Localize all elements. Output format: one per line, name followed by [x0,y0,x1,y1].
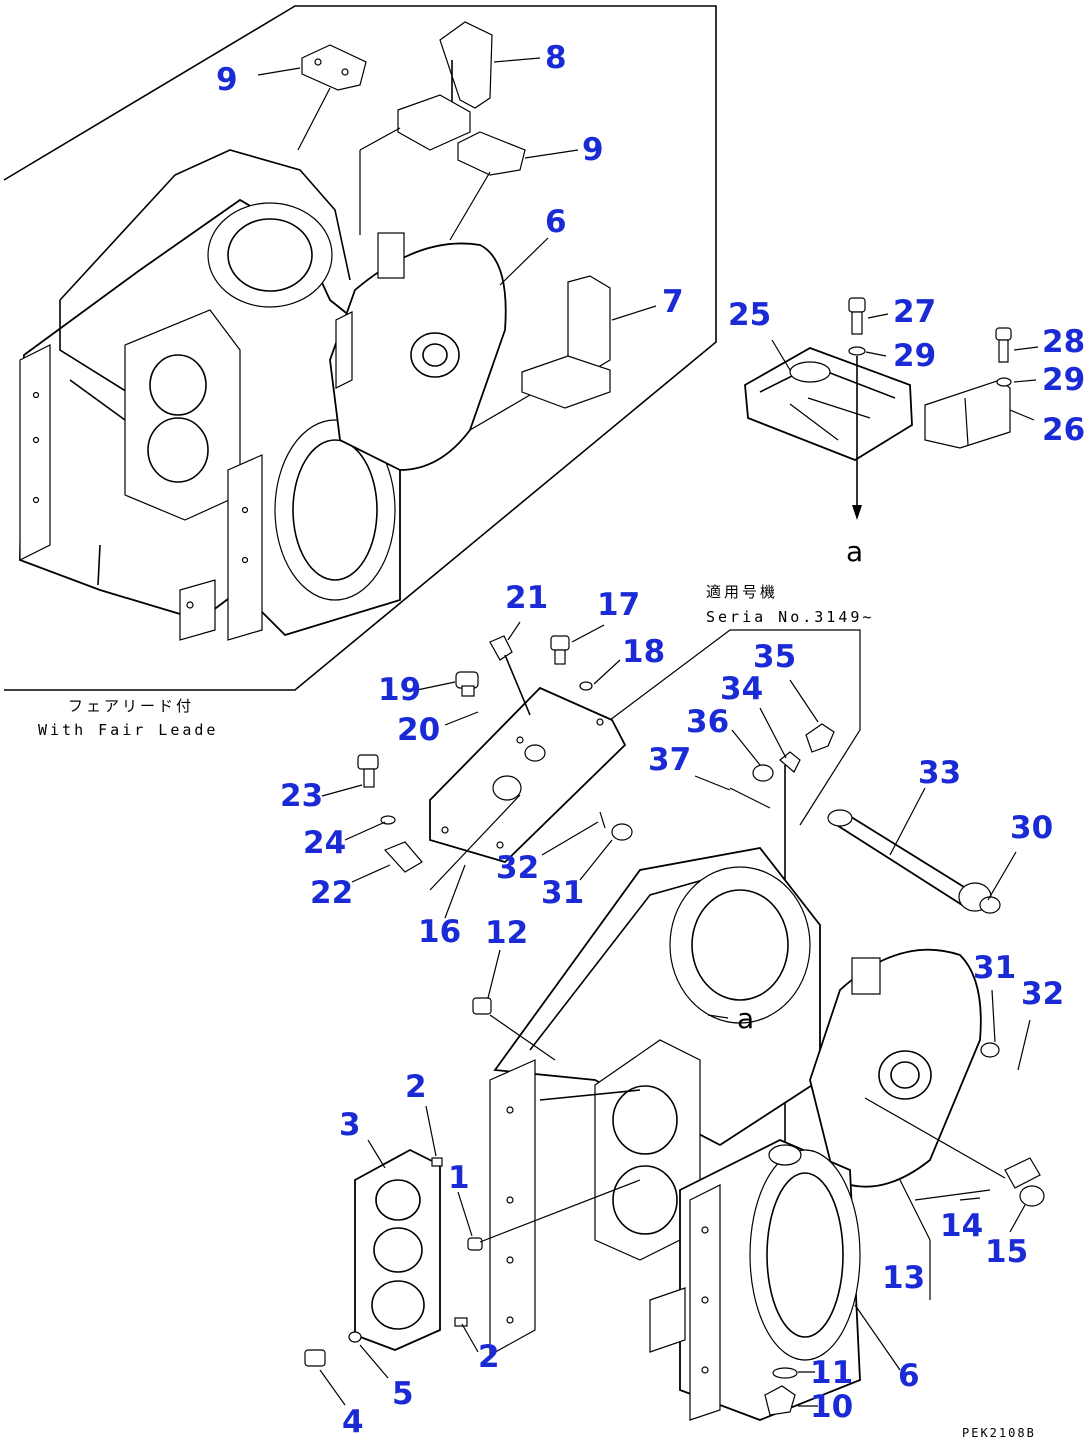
callout-21: 21 [505,580,548,616]
callout-29: 29 [893,338,936,374]
callout-29: 29 [1042,362,1085,398]
view-a-label: a [846,535,863,568]
callout-31: 31 [973,950,1016,986]
callout-3: 3 [339,1107,361,1143]
callout-4: 4 [342,1404,364,1440]
callout-15: 15 [985,1234,1028,1270]
inset-leader-lines [257,57,657,431]
callout-32: 32 [496,850,539,886]
serial-note-japanese: 適用号機 [706,583,778,601]
callout-7: 7 [662,284,684,320]
callout-37: 37 [648,742,691,778]
drawing-code: PEK2108B [962,1426,1036,1440]
callout-2: 2 [478,1339,500,1375]
callout-labels: 9 8 9 6 7 25 27 29 28 29 26 21 17 18 19 … [216,40,1085,1440]
serial-frame [609,629,861,826]
callout-33: 33 [918,755,961,791]
callout-18: 18 [622,634,665,670]
callout-23: 23 [280,778,323,814]
callout-32: 32 [1021,976,1064,1012]
callout-17: 17 [597,587,640,623]
callout-26: 26 [1042,412,1085,448]
view-a-reference: a [737,1002,754,1035]
inset-frame [3,5,717,691]
callout-36: 36 [686,704,729,740]
callout-24: 24 [303,825,346,861]
callout-35: 35 [753,639,796,675]
serial-note-english: Seria No.3149~ [706,608,874,626]
inset-note-english: With Fair Leade [38,721,218,739]
callout-9: 9 [582,132,604,168]
cover-group-leaders [321,621,621,919]
main-leader-lines [319,949,1031,1407]
callout-16: 16 [418,914,461,950]
callout-1: 1 [448,1160,470,1196]
callout-25: 25 [728,297,771,333]
callout-27: 27 [893,294,936,330]
callout-30: 30 [1010,810,1053,846]
callout-2: 2 [405,1069,427,1105]
main-case-assembly [489,847,1000,1421]
callout-20: 20 [397,712,440,748]
callout-10: 10 [810,1389,853,1425]
callout-22: 22 [310,875,353,911]
inset-side-cover [329,232,507,471]
inset-case-assembly [19,149,401,641]
annotations: フェアリード付 With Fair Leade 適用号機 Seria No.31… [38,535,1036,1440]
callout-6: 6 [545,204,567,240]
callout-8: 8 [545,40,567,76]
small-hardware [472,997,1045,1416]
callout-19: 19 [378,672,421,708]
callout-28: 28 [1042,324,1085,360]
callout-5: 5 [392,1376,414,1412]
callout-14: 14 [940,1208,983,1244]
callout-31: 31 [541,875,584,911]
callout-12: 12 [485,915,528,951]
inspection-cover-group [357,635,633,873]
front-cover-part [304,1148,483,1367]
shaft-part [827,787,1017,914]
callout-11: 11 [810,1355,853,1391]
inset-bracket-parts [301,21,611,409]
inset-note-japanese: フェアリード付 [68,697,194,715]
callout-9: 9 [216,62,238,98]
callout-34: 34 [720,671,763,707]
callout-6: 6 [898,1358,920,1394]
top-cover-group [744,297,1039,520]
callout-13: 13 [882,1260,925,1296]
